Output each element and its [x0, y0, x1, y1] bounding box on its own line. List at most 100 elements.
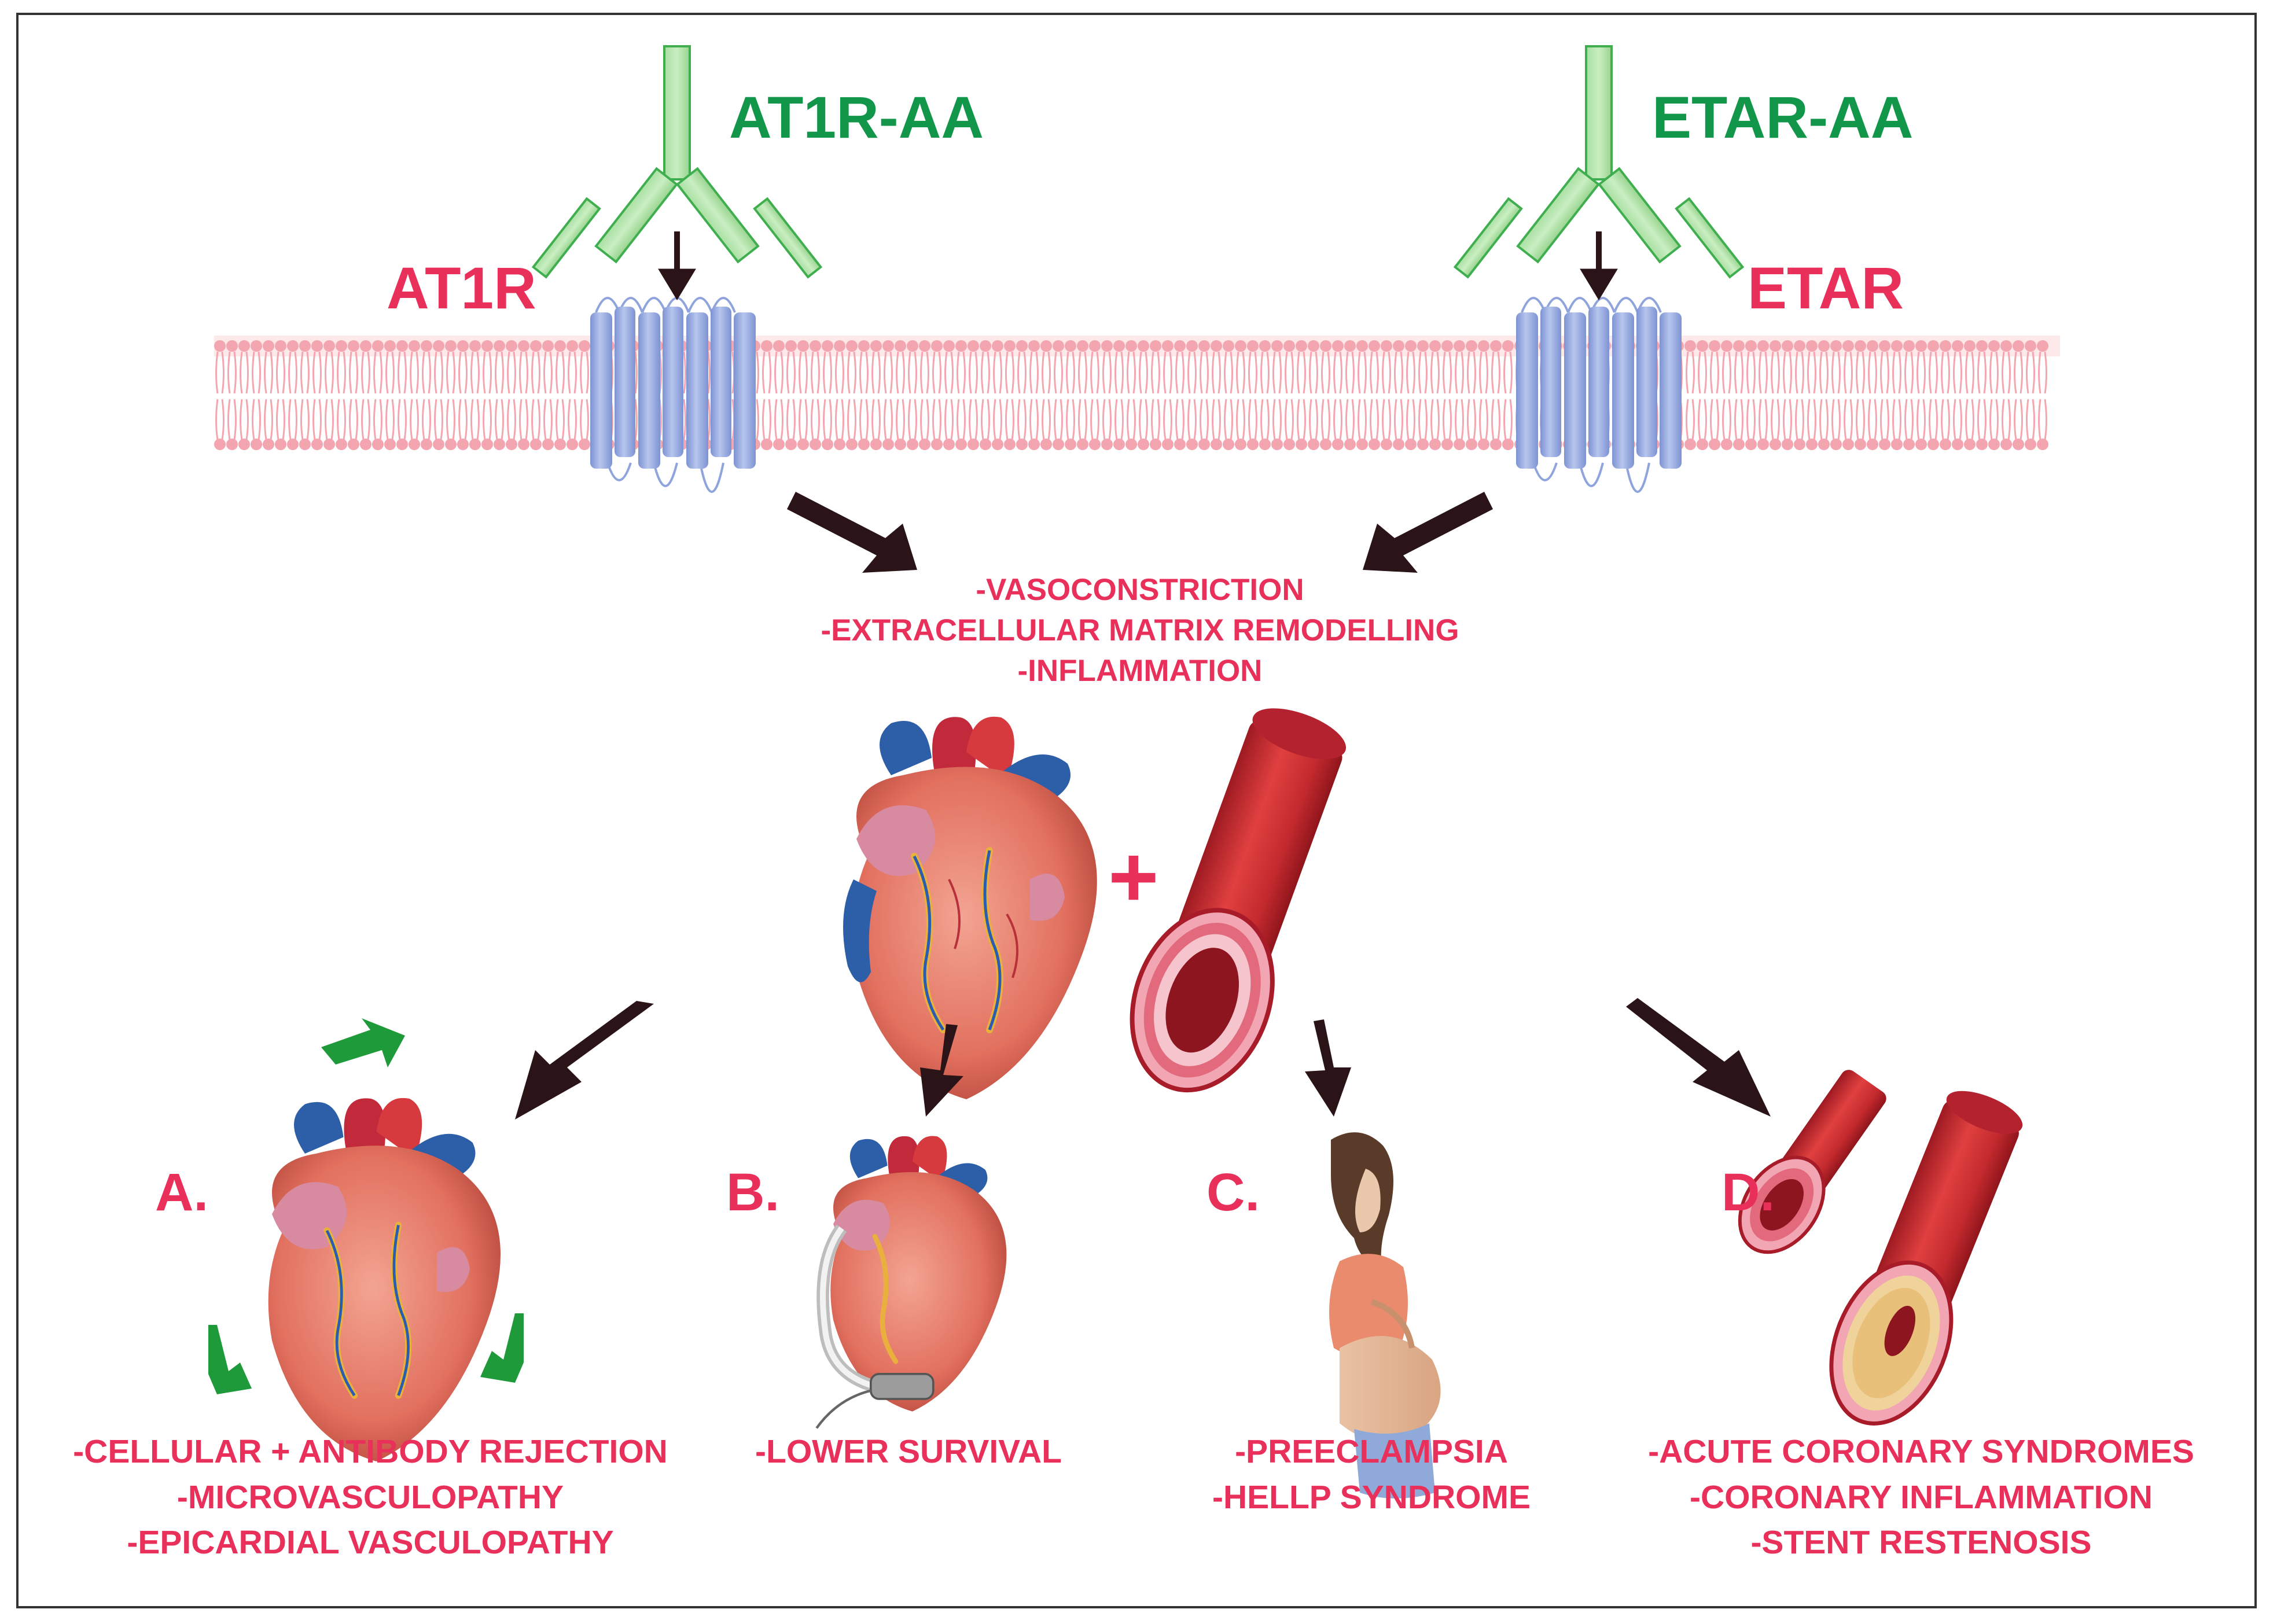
lipid-tail — [1807, 351, 1816, 440]
lipid-tail — [944, 351, 954, 440]
lipid-head — [579, 340, 590, 352]
lipid-tail — [993, 351, 1002, 440]
lipid-tail — [252, 351, 261, 440]
lipid-head — [1709, 340, 1720, 352]
lipid-head — [943, 439, 955, 450]
lipid-head — [1296, 439, 1307, 450]
lipid-head — [384, 340, 396, 352]
lipid-head — [567, 439, 578, 450]
recycle-icon — [208, 1018, 524, 1394]
lipid-head — [1441, 439, 1453, 450]
lipid-head — [1162, 439, 1174, 450]
lipid-tail — [1090, 351, 1099, 440]
lipid-tail — [1965, 351, 1974, 440]
lipid-head — [1125, 340, 1137, 352]
lipid-tail — [1260, 351, 1270, 440]
lipid-tail — [215, 351, 225, 440]
lipid-head — [1186, 439, 1198, 450]
plus-sign: + — [1108, 828, 1159, 925]
lipid-tail — [1819, 351, 1829, 440]
central-effect-item: -EXTRACELLULAR MATRIX REMODELLING — [821, 613, 1459, 647]
lipid-tail — [568, 351, 577, 440]
lipid-head — [421, 439, 432, 450]
lipid-tail — [1686, 351, 1695, 440]
lipid-head — [1964, 340, 1976, 352]
lipid-head — [1271, 439, 1283, 450]
lipid-head — [542, 340, 554, 352]
lipid-tail — [1844, 351, 1853, 440]
lipid-head — [980, 439, 991, 450]
lipid-head — [481, 439, 493, 450]
lipid-tail — [1285, 351, 1294, 440]
lipid-head — [846, 439, 858, 450]
lipid-head — [1320, 340, 1331, 352]
lipid-head — [1296, 340, 1307, 352]
lipid-tail — [2038, 351, 2047, 440]
binding-arrow — [658, 231, 696, 300]
signaling-arrow — [1363, 492, 1493, 573]
lipid-head — [1891, 439, 1903, 450]
lipid-head — [919, 439, 930, 450]
lipid-head — [919, 340, 930, 352]
lipid-tail — [1175, 351, 1185, 440]
lipid-head — [1770, 439, 1781, 450]
lipid-head — [1405, 439, 1417, 450]
lipid-head — [445, 439, 457, 450]
lipid-tail — [1212, 351, 1221, 440]
lipid-head — [1903, 439, 1915, 450]
lipid-tail — [1029, 351, 1039, 440]
lipid-head — [968, 439, 979, 450]
lipid-tail — [1467, 351, 1476, 440]
lipid-head — [785, 340, 797, 352]
outcome-item: -HELLP SYNDROME — [1212, 1478, 1531, 1516]
lipid-tail — [398, 351, 407, 440]
lipid-tail — [1127, 351, 1136, 440]
lipid-head — [1393, 340, 1404, 352]
lipid-tail — [349, 351, 358, 440]
lipid-tail — [1321, 351, 1330, 440]
lipid-head — [1709, 439, 1720, 450]
lipid-head — [2037, 439, 2048, 450]
lipid-head — [1356, 439, 1368, 450]
lipid-tail — [1224, 351, 1233, 440]
lipid-head — [287, 439, 299, 450]
lipid-head — [1356, 340, 1368, 352]
lipid-head — [336, 340, 347, 352]
lipid-tail — [495, 351, 504, 440]
lipid-head — [554, 439, 566, 450]
lipid-head — [433, 439, 444, 450]
lipid-head — [1089, 439, 1101, 450]
lipid-head — [882, 340, 894, 352]
lipid-head — [506, 340, 517, 352]
lipid-head — [1927, 340, 1939, 352]
lipid-head — [263, 340, 274, 352]
lipid-tail — [1054, 351, 1063, 440]
lipid-head — [1211, 340, 1222, 352]
lipid-head — [1745, 340, 1757, 352]
lipid-head — [1684, 340, 1696, 352]
lipid-head — [275, 439, 286, 450]
lipid-head — [1211, 439, 1222, 450]
lipid-head — [797, 439, 809, 450]
lipid-head — [1830, 340, 1842, 352]
lipid-tail — [1479, 351, 1488, 440]
outcome-arrow — [1626, 998, 1771, 1117]
outcome-c-list: -PREECLAMPSIA -HELLP SYNDROME — [1175, 1429, 1568, 1520]
lipid-head — [1381, 340, 1392, 352]
lipid-head — [1721, 439, 1732, 450]
lipid-head — [1684, 439, 1696, 450]
lipid-head — [2037, 340, 2048, 352]
lipid-tail — [288, 351, 297, 440]
lipid-head — [1283, 340, 1295, 352]
lipid-head — [1247, 439, 1259, 450]
lipid-head — [1065, 439, 1076, 450]
lipid-tail — [1382, 351, 1391, 440]
lipid-head — [554, 340, 566, 352]
lipid-tail — [1856, 351, 1865, 440]
lipid-head — [323, 439, 335, 450]
outcome-item: -STENT RESTENOSIS — [1750, 1524, 2092, 1562]
lipid-tail — [1989, 351, 1999, 440]
lipid-tail — [422, 351, 431, 440]
lipid-tail — [1187, 351, 1197, 440]
lipid-head — [2025, 439, 2036, 450]
